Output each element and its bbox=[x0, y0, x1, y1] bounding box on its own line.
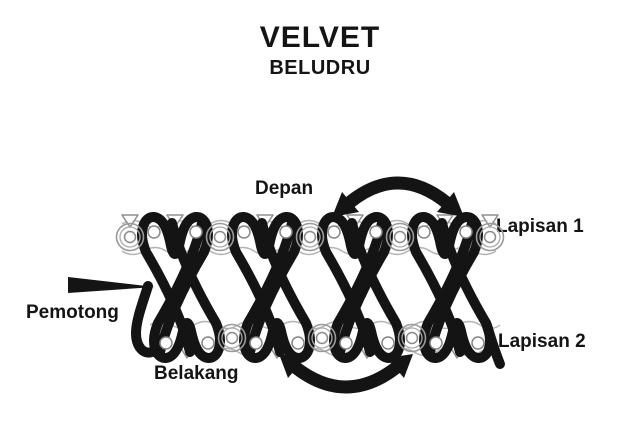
layer2-weft-rings bbox=[217, 323, 427, 353]
label-layer-2: Lapisan 2 bbox=[498, 331, 586, 352]
back-arrow-icon bbox=[279, 354, 413, 394]
loop-weft-circles bbox=[147, 225, 485, 350]
cutter-blade-icon bbox=[68, 277, 155, 293]
page-subtitle: BELUDRU bbox=[269, 57, 371, 79]
pile-threads bbox=[131, 212, 505, 369]
layer1-weft-rings bbox=[115, 222, 505, 252]
label-back: Belakang bbox=[154, 363, 239, 384]
label-layer-1: Lapisan 1 bbox=[496, 216, 584, 237]
page-title: VELVET bbox=[259, 21, 381, 54]
front-arrow-icon bbox=[332, 176, 464, 217]
label-cutter: Pemotong bbox=[26, 302, 119, 323]
label-front: Depan bbox=[255, 178, 314, 199]
